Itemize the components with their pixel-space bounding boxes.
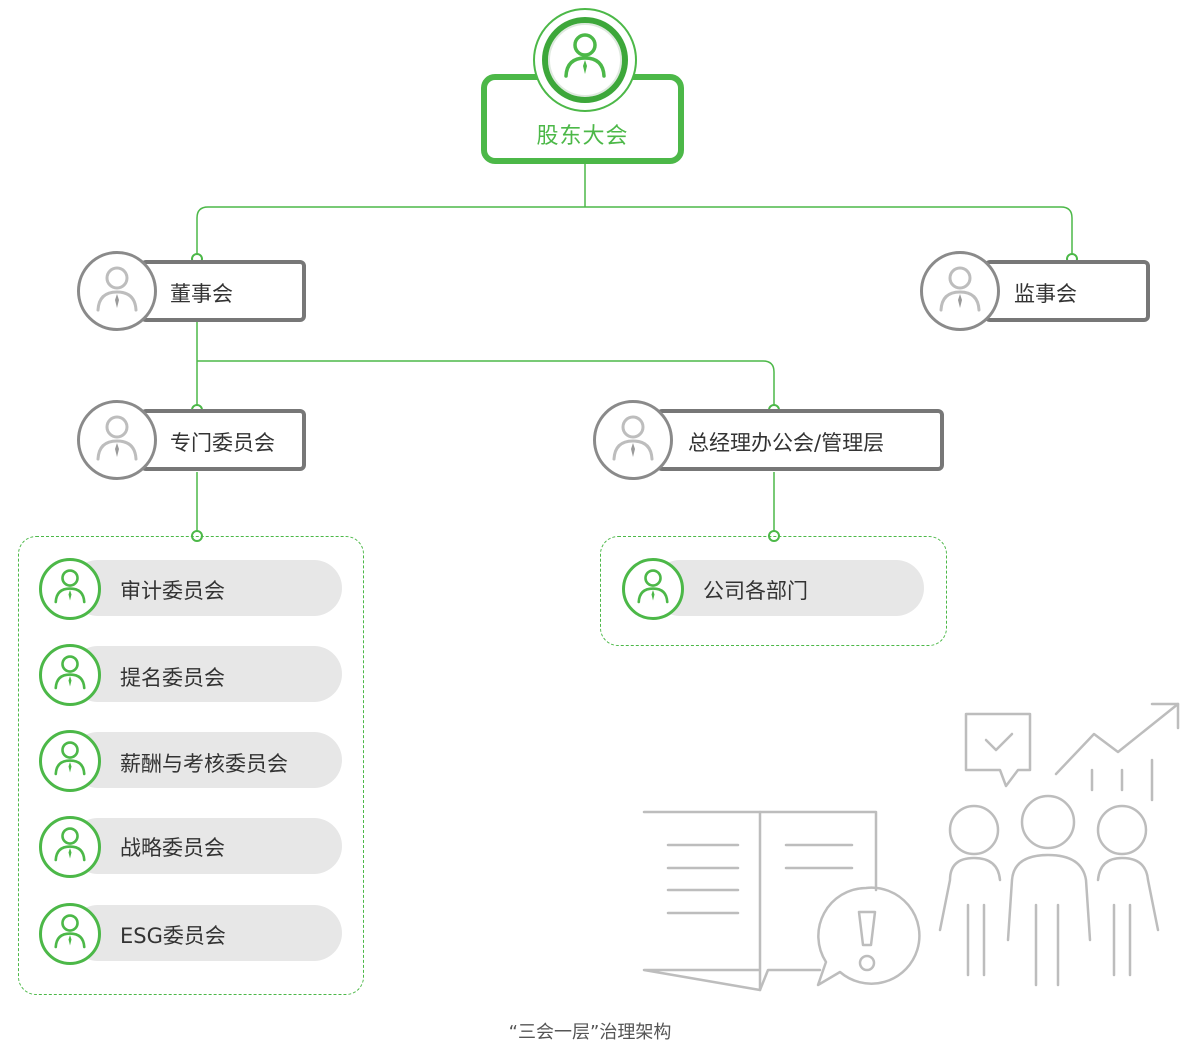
person-icon [54,741,86,776]
special-committees-box [140,409,306,471]
committee-label-nomination: 提名委员会 [120,666,225,690]
committee-label-audit: 审计委员会 [120,579,225,603]
person-icon [939,266,981,312]
departments-label: 公司各部门 [703,579,808,603]
connector-to-supervisory [585,206,1073,259]
connector-to-management [197,360,775,410]
warning-icon [816,886,921,987]
book-icon [642,810,878,992]
committee-pill [70,646,342,702]
board-of-directors-box [140,260,306,322]
person-icon [564,33,606,78]
diagram-caption: “三会一层”治理架构 [508,1022,672,1043]
departments-group [600,536,947,646]
chat-check-icon [964,712,1032,788]
person-icon [612,415,654,461]
connector-to-board [196,206,585,259]
committee-pill [70,818,342,874]
trend-up-arrow-icon [1054,702,1180,802]
committee-pill [70,905,342,961]
committee-label-strategy: 战略委员会 [120,836,225,860]
board-of-directors-label: 董事会 [170,282,233,306]
supervisory-board-box [984,260,1150,322]
departments-pill [652,560,924,616]
person-icon [54,655,86,690]
governance-illustration [642,702,1180,992]
person-icon [96,266,138,312]
management-box [656,409,944,471]
person-icon [54,569,86,604]
person-icon [637,569,669,604]
committee-label-esg: ESG委员会 [120,924,226,948]
shareholders-meeting-icon-circle [542,17,628,103]
committee-pill [70,732,342,788]
supervisory-board-label: 监事会 [1014,282,1077,306]
committees-group [18,536,364,995]
special-committees-label: 专门委员会 [170,431,275,455]
committee-label-compensation: 薪酬与考核委员会 [120,752,288,776]
person-icon [54,827,86,862]
committee-pill [70,560,342,616]
management-label: 总经理办公会/管理层 [688,431,885,455]
person-icon [96,415,138,461]
people-group-icon [938,794,1160,987]
person-icon [54,914,86,949]
shareholders-meeting-label: 股东大会 [536,124,629,149]
